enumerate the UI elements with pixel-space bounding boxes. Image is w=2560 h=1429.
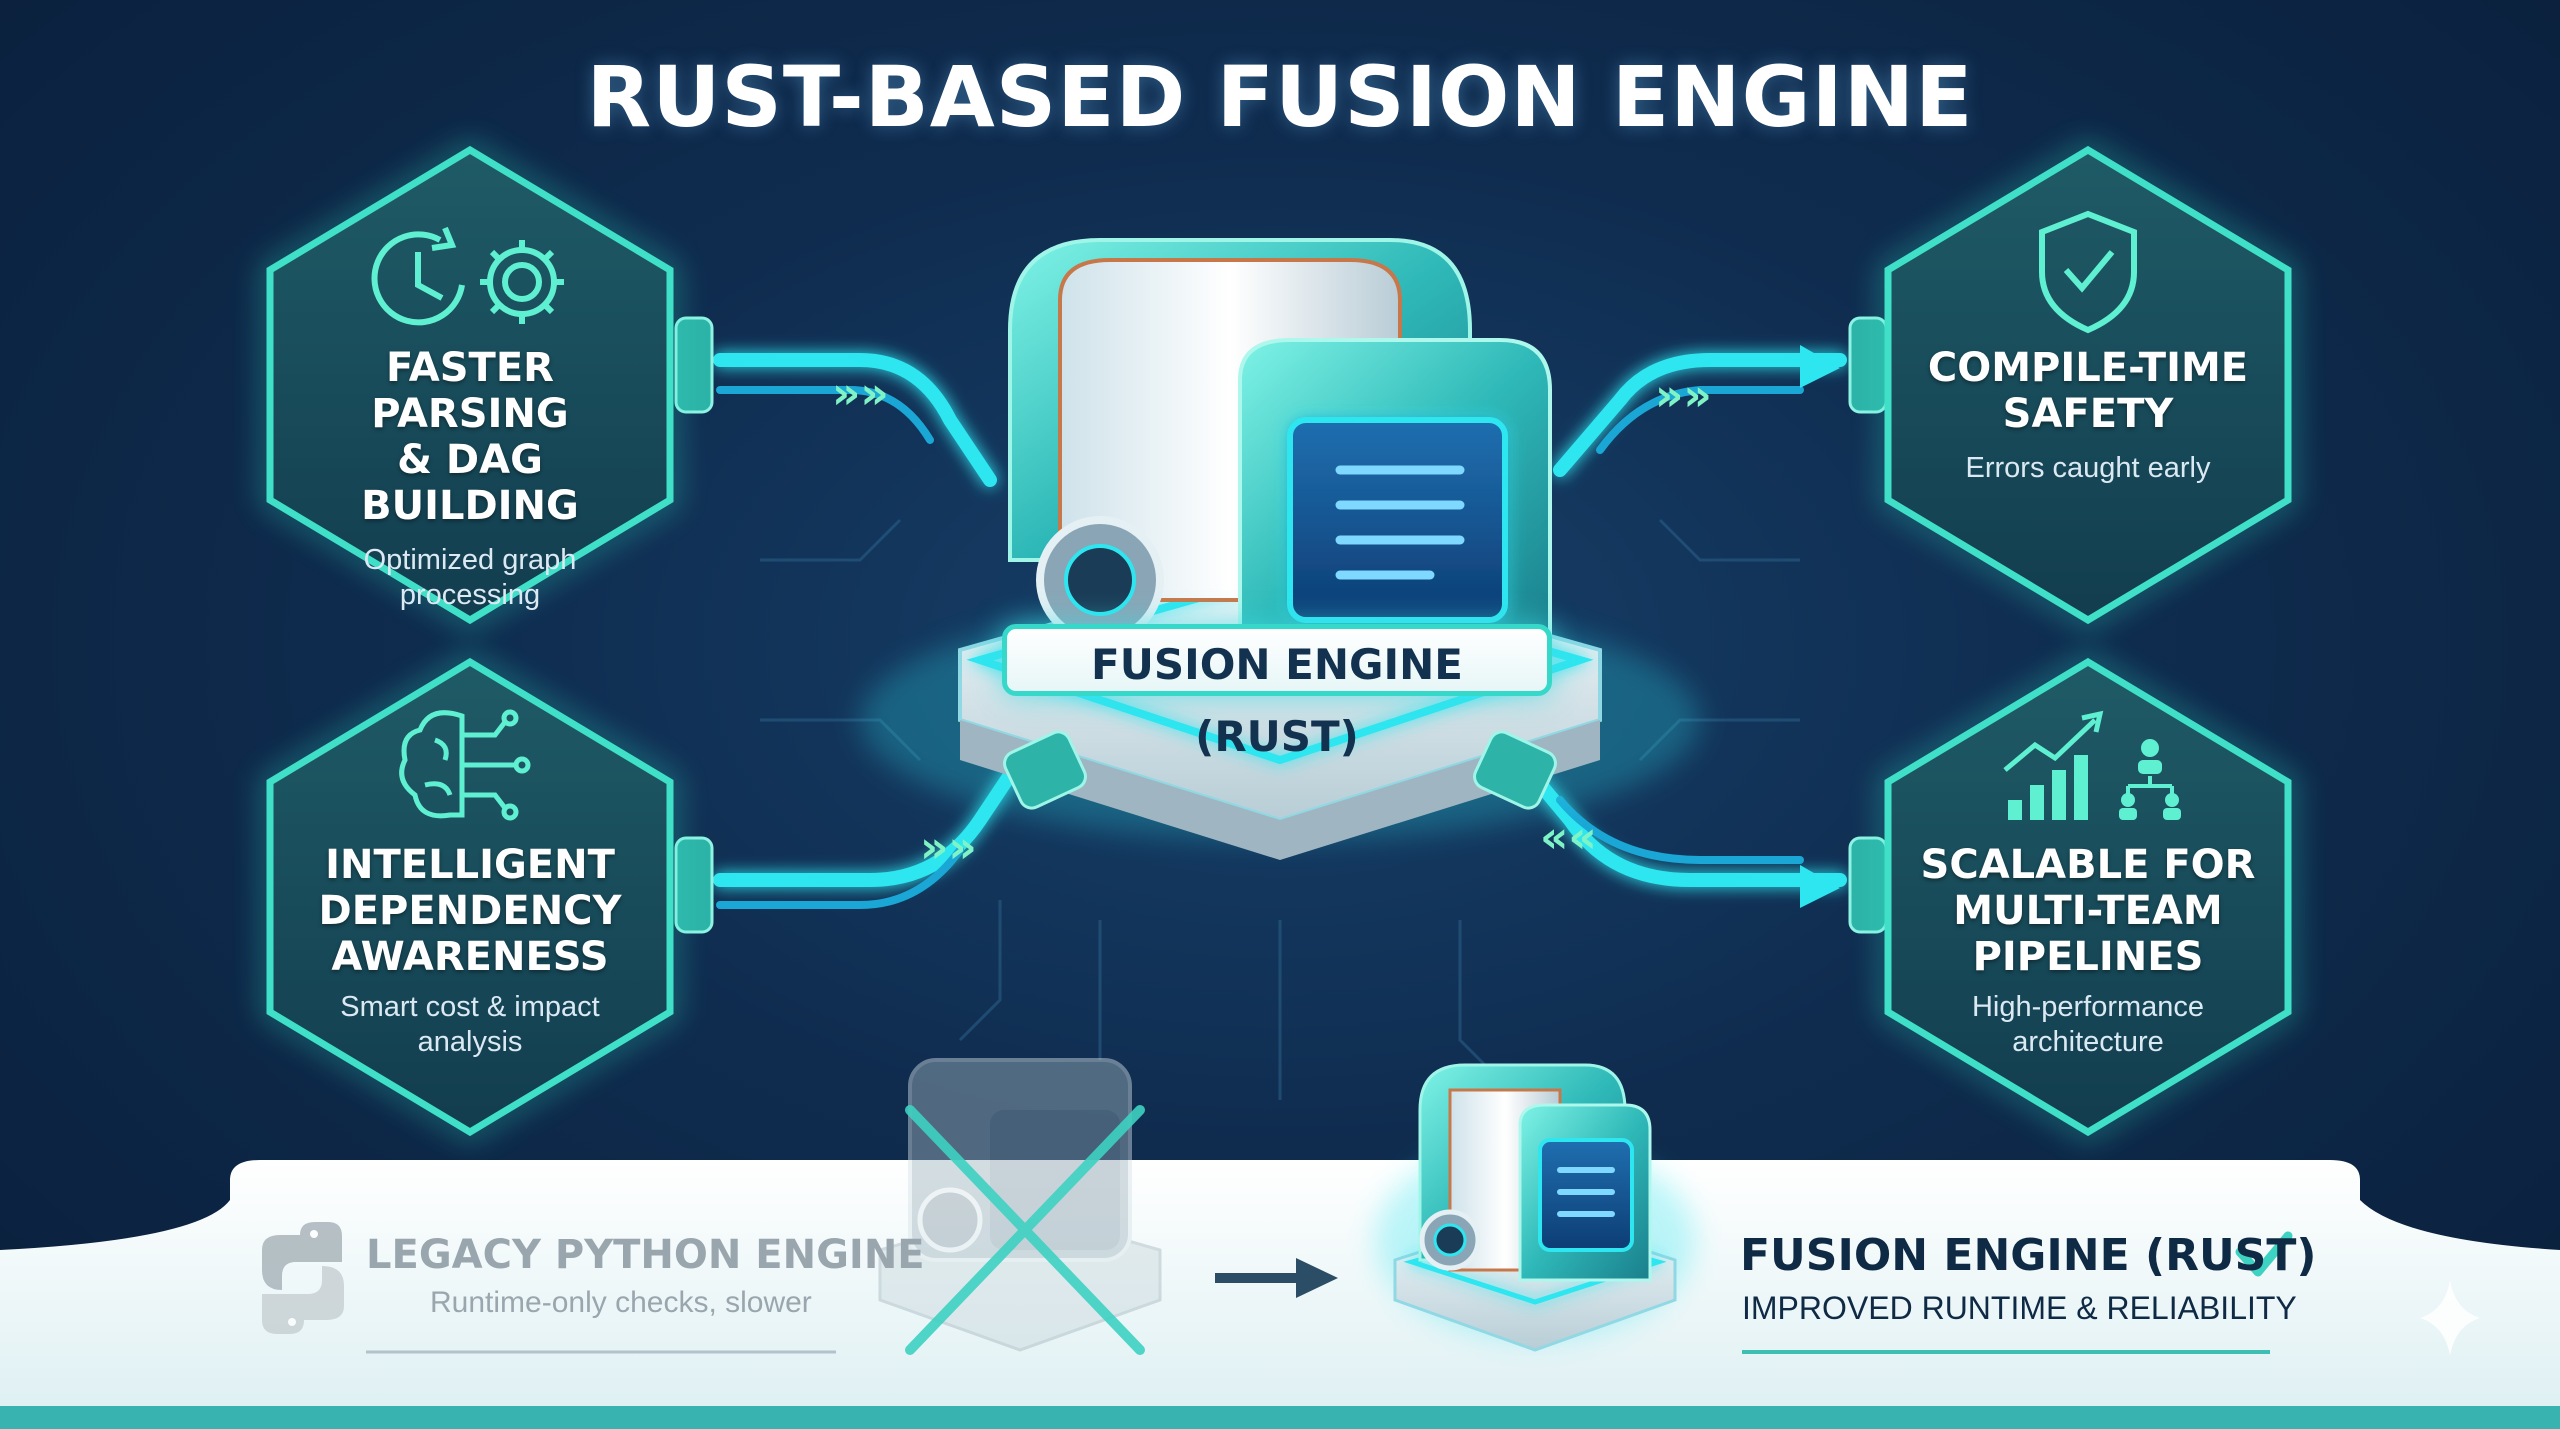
connector-bottom-right: ««	[1513, 753, 1847, 908]
feature-subtitle-line: processing	[399, 579, 541, 611]
comparison-panel	[0, 1058, 2560, 1429]
legacy-engine-title: LEGACY PYTHON ENGINE	[366, 1232, 925, 1278]
hex-card-safety	[1879, 139, 2297, 631]
hex-card-parsing	[261, 139, 679, 631]
rust-engine-subtitle: IMPROVED RUNTIME & RELIABILITY	[1742, 1290, 2297, 1326]
svg-text:»»: »»	[832, 368, 889, 419]
cross-out-icon	[905, 1105, 1145, 1355]
feature-subtitle-line: analysis	[417, 1026, 523, 1058]
clock-icon	[371, 226, 465, 326]
rust-engine-title: FUSION ENGINE (RUST)	[1740, 1230, 2317, 1281]
feature-title-line: AWARENESS	[331, 934, 609, 980]
shield-check-icon	[2039, 210, 2137, 334]
new-engine-small	[1375, 1063, 1695, 1352]
hex-card-scalable	[1879, 651, 2297, 1143]
svg-text:««: ««	[1540, 812, 1597, 863]
feature-title-line: FASTER PARSING	[371, 345, 569, 437]
engine-label: FUSION ENGINE (RUST)	[1002, 624, 1552, 761]
feature-title-line: SAFETY	[2002, 391, 2174, 437]
page-title: RUST-BASED FUSION ENGINE	[586, 48, 1974, 146]
connector-bottom-left: »»	[713, 753, 1027, 909]
team-hierarchy-icon	[2119, 739, 2181, 820]
feature-subtitle-line: High-performance	[1971, 991, 2205, 1023]
brain-circuit-icon	[399, 709, 531, 821]
feature-safety: COMPILE-TIME SAFETY Errors caught early	[1900, 345, 2276, 486]
legacy-engine-crossed	[878, 1058, 1162, 1352]
connector-top-right: »»	[1553, 345, 1847, 477]
arrow-right-icon	[1215, 1258, 1338, 1298]
svg-text:»»: »»	[1655, 370, 1712, 421]
python-logo-icon	[262, 1222, 344, 1334]
bar-chart-growth-icon	[2003, 710, 2104, 820]
feature-subtitle-line: Errors caught early	[1965, 452, 2211, 484]
screen-lines	[1335, 465, 1465, 580]
feature-title-line: PIPELINES	[1972, 934, 2204, 980]
feature-parsing: FASTER PARSING & DAG BUILDING Optimized …	[282, 345, 658, 613]
feature-subtitle-line: Smart cost & impact	[340, 991, 600, 1023]
feature-dependency: INTELLIGENT DEPENDENCY AWARENESS Smart c…	[282, 842, 658, 1060]
feature-scalable: SCALABLE FOR MULTI-TEAM PIPELINES High-p…	[1900, 842, 2276, 1060]
feature-title-line: MULTI-TEAM	[1953, 888, 2223, 934]
svg-text:»»: »»	[920, 822, 977, 873]
sparkle-icon	[2420, 1280, 2480, 1356]
feature-title-line: & DAG BUILDING	[361, 437, 579, 529]
feature-title-line: DEPENDENCY	[318, 888, 622, 934]
feature-subtitle-line: architecture	[2012, 1026, 2164, 1058]
feature-subtitle-line: Optimized graph	[363, 544, 577, 576]
feature-title-line: SCALABLE FOR	[1920, 842, 2256, 888]
checkmark-icon	[2235, 1231, 2293, 1277]
feature-title-line: INTELLIGENT	[325, 842, 615, 888]
legacy-engine-subtitle: Runtime-only checks, slower	[430, 1286, 812, 1319]
feature-title-line: COMPILE-TIME	[1927, 345, 2249, 391]
connector-top-left: »»	[713, 353, 997, 487]
gear-icon	[480, 240, 564, 324]
hex-card-dependency	[261, 651, 679, 1143]
